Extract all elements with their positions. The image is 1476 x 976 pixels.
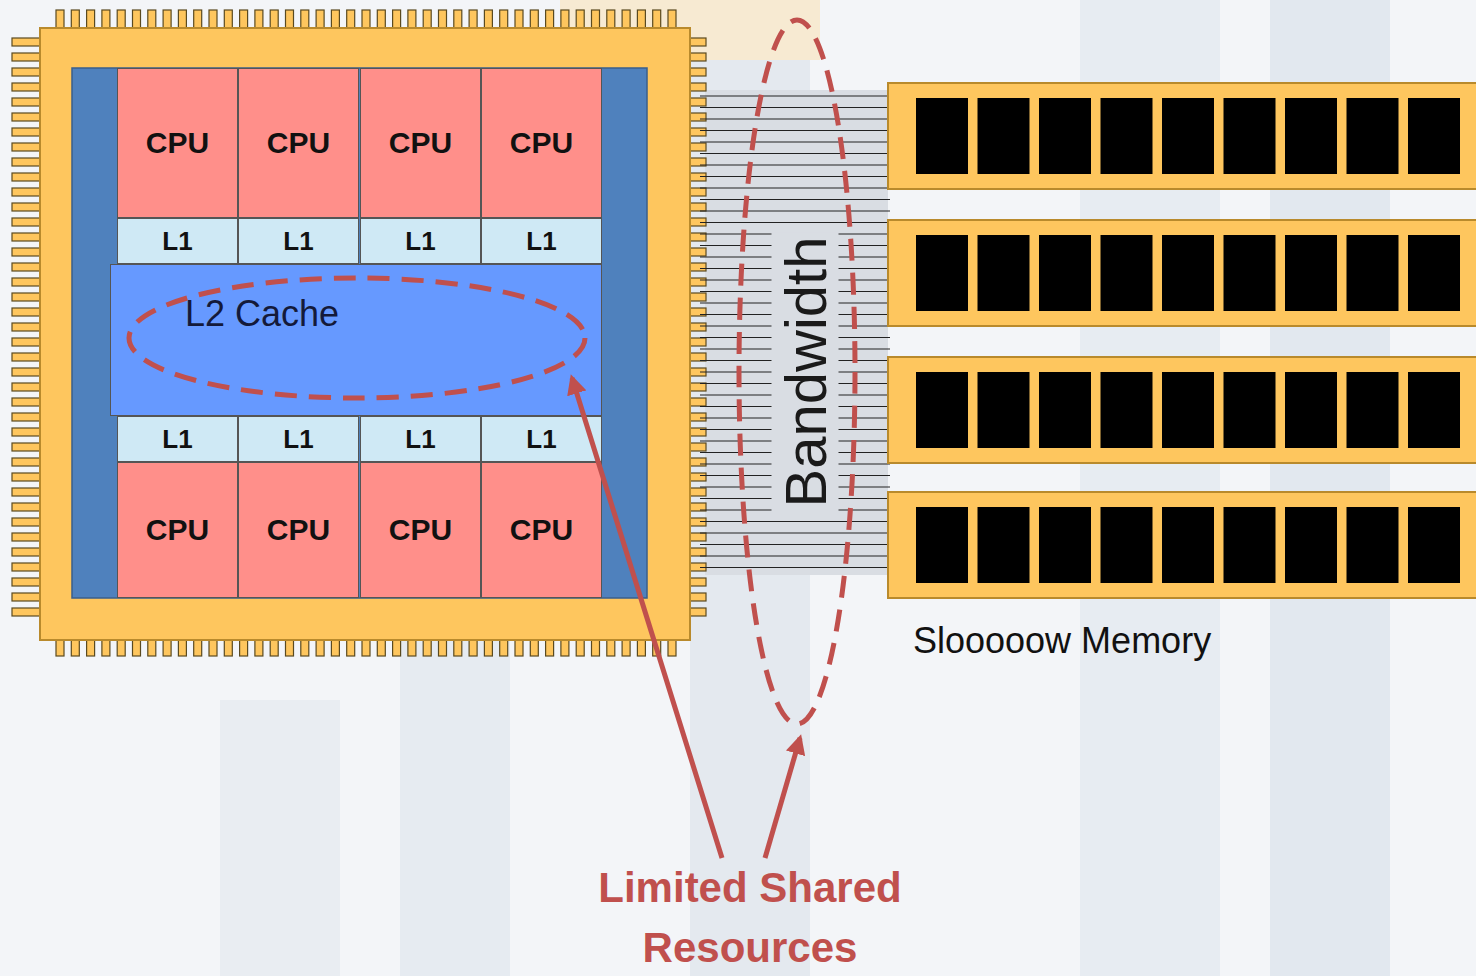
memory-modules <box>888 83 1476 598</box>
cache-label: L1 <box>283 424 313 455</box>
cpu-label: CPU <box>510 126 573 160</box>
chip-package <box>40 28 690 640</box>
cpu-core-box: CPU <box>360 462 481 598</box>
cache-label: L1 <box>162 424 192 455</box>
l1-cache-box: L1 <box>117 416 238 462</box>
cache-label: L1 <box>283 226 313 257</box>
cpu-label: CPU <box>267 513 330 547</box>
background-shape <box>1080 0 1220 976</box>
l1-cache-box: L1 <box>481 416 602 462</box>
cache-label: L1 <box>526 226 556 257</box>
cpu-label: CPU <box>146 126 209 160</box>
cpu-core-box: CPU <box>117 462 238 598</box>
cpu-label: CPU <box>389 513 452 547</box>
cpu-core-box: CPU <box>360 68 481 218</box>
cpu-core-box: CPU <box>238 68 359 218</box>
cpu-core-box: CPU <box>117 68 238 218</box>
l1-cache-box: L1 <box>117 218 238 264</box>
l1-cache-box: L1 <box>360 416 481 462</box>
l1-cache-box: L1 <box>238 218 359 264</box>
cpu-core-box: CPU <box>481 68 602 218</box>
dashed-ellipse <box>739 20 855 724</box>
cache-label: L1 <box>526 424 556 455</box>
cache-label: L1 <box>405 424 435 455</box>
cpu-label: CPU <box>510 513 573 547</box>
cpu-core-box: CPU <box>238 462 359 598</box>
background-shape <box>220 700 340 976</box>
cpu-core-box: CPU <box>481 462 602 598</box>
cache-label: L1 <box>162 226 192 257</box>
cache-label: L2 Cache <box>185 293 339 335</box>
l1-cache-box: L1 <box>238 416 359 462</box>
leader-arrow <box>765 738 800 858</box>
memory-bus-wires <box>700 96 890 568</box>
l2-cache-box: L2 Cache <box>110 264 602 416</box>
bus-band <box>705 90 888 575</box>
package-pins <box>12 10 706 656</box>
memory-label: Slooooow Memory <box>913 620 1211 662</box>
cpu-label: CPU <box>389 126 452 160</box>
cache-label: L1 <box>405 226 435 257</box>
l1-cache-box: L1 <box>481 218 602 264</box>
background-shape <box>400 640 510 976</box>
die <box>72 68 647 598</box>
callout-label: Limited Shared Resources <box>560 858 940 976</box>
bandwidth-label: Bandwidth <box>772 233 839 512</box>
cpu-label: CPU <box>146 513 209 547</box>
l1-cache-box: L1 <box>360 218 481 264</box>
cpu-label: CPU <box>267 126 330 160</box>
